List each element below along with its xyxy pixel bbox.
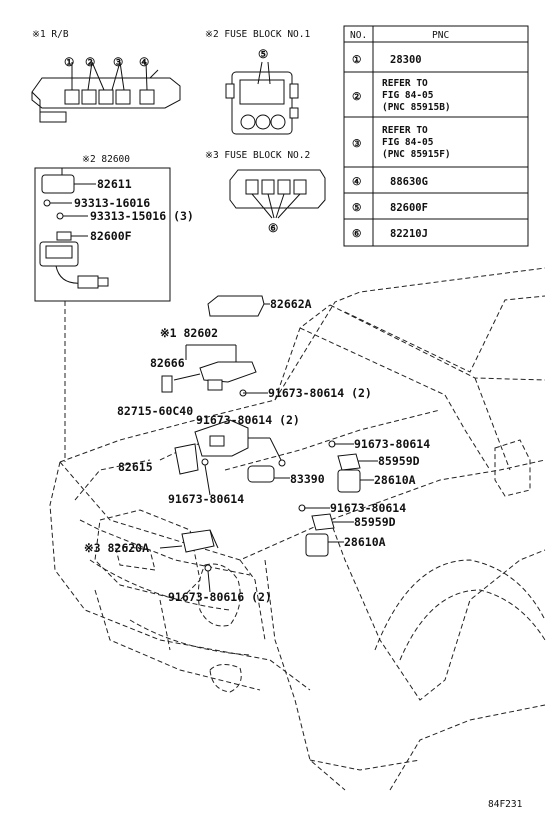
part-label: 91673-80614 (168, 492, 244, 506)
table-row-no: ① (352, 54, 362, 66)
table-row-pnc: 28300 (390, 54, 422, 66)
part-label: 82662A (270, 297, 312, 311)
callout-3: ③ (113, 55, 124, 69)
callout-6: ⑥ (268, 221, 279, 235)
pnc-table (343, 25, 529, 247)
part-label: ※3 82620A (84, 541, 149, 555)
part-label: 28610A (344, 535, 386, 549)
part-label: 82715-60C40 (117, 404, 193, 418)
part-label: 91673-80614 (354, 437, 430, 451)
callout-4: ④ (139, 55, 150, 69)
part-label: 91673-80616 (2) (168, 590, 272, 604)
part-label: ※1 82602 (160, 326, 218, 340)
callout-2: ② (85, 55, 96, 69)
table-row-no: ② (352, 91, 362, 103)
figure-id: 84F231 (488, 799, 523, 810)
part-label: 82611 (97, 177, 132, 191)
fuse2-header: ※3 FUSE BLOCK NO.2 (205, 150, 310, 161)
table-row-no: ③ (352, 138, 362, 150)
table-col-no: NO. (350, 30, 367, 41)
rb-header: ※1 R/B (32, 29, 69, 40)
vehicle-parts (159, 295, 378, 593)
relay-block-drawing (31, 61, 181, 123)
part-label: 91673-80614 (2) (196, 413, 300, 427)
fuse1-header: ※2 FUSE BLOCK NO.1 (205, 29, 310, 40)
table-row-pnc: FIG 84-05 (382, 90, 434, 101)
vehicle-outline (49, 267, 546, 791)
table-col-pnc: PNC (432, 30, 449, 41)
table-row-pnc: 82210J (390, 228, 428, 240)
part-label: 91673-80614 (330, 501, 406, 515)
table-row-pnc: 82600F (390, 202, 428, 214)
table-row-pnc: REFER TO (382, 125, 428, 136)
box-82600-drawing (34, 167, 171, 302)
part-label: 85959D (378, 454, 420, 468)
table-row-pnc: REFER TO (382, 78, 428, 89)
callout-5: ⑤ (258, 47, 269, 61)
part-label: 28610A (374, 473, 416, 487)
table-row-pnc: (PNC 85915B) (382, 102, 451, 113)
callout-1: ① (64, 55, 75, 69)
fuse-block-1-drawing (225, 61, 299, 135)
part-label: 93313-15016 (3) (90, 209, 194, 223)
part-label: 91673-80614 (2) (268, 386, 372, 400)
table-row-pnc: (PNC 85915F) (382, 149, 451, 160)
part-label: 82615 (118, 460, 153, 474)
table-row-no: ⑥ (352, 228, 362, 240)
part-label: 85959D (354, 515, 396, 529)
part-label: 82666 (150, 356, 185, 370)
table-row-pnc: FIG 84-05 (382, 137, 434, 148)
box-header: ※2 82600 (82, 154, 130, 165)
table-row-no: ⑤ (352, 202, 362, 214)
table-row-pnc: 88630G (390, 176, 428, 188)
fuse-block-2-drawing (229, 169, 326, 219)
part-label: 83390 (290, 472, 325, 486)
part-label: 82600F (90, 229, 132, 243)
table-row-no: ④ (352, 176, 362, 188)
part-label: 93313-16016 (74, 196, 150, 210)
